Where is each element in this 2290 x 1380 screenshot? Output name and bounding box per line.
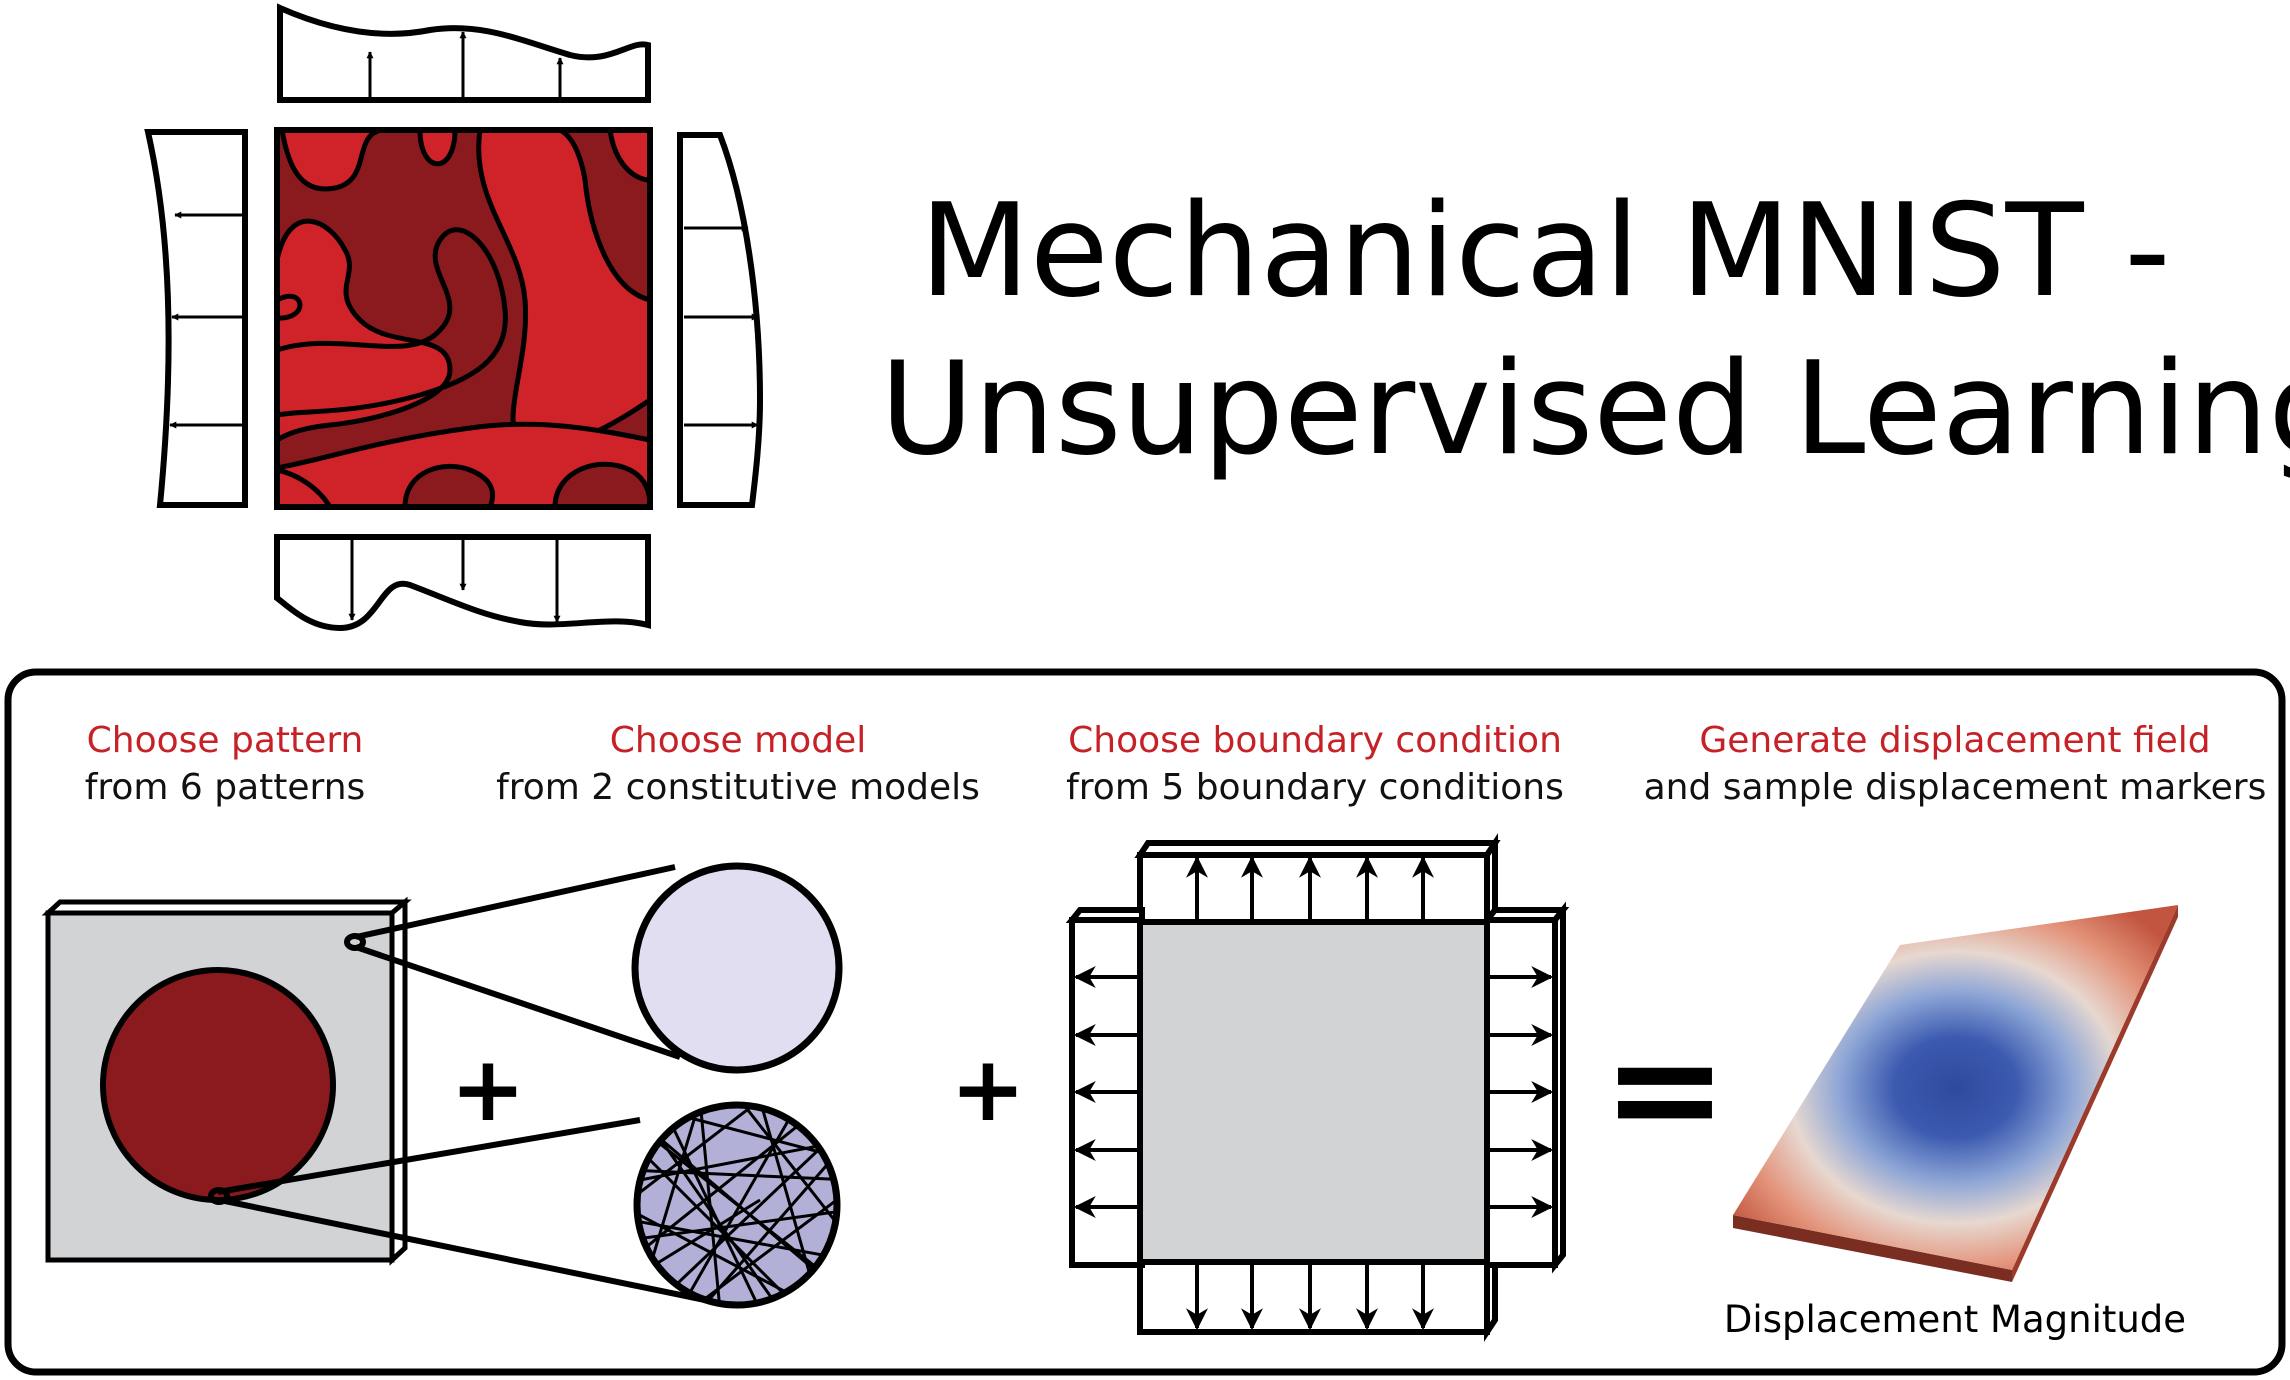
- step-detail: from 6 patterns: [84, 766, 366, 808]
- pattern-frame: [274, 127, 653, 510]
- step-heading: Choose pattern: [86, 720, 364, 761]
- pattern-block: [41, 896, 412, 1266]
- step-caption-boundary: Choose boundary condition from 5 boundar…: [1040, 718, 1590, 812]
- step-detail: from 5 boundary conditions: [1066, 766, 1564, 808]
- zoom-lines: [208, 864, 706, 1303]
- pattern-square: [277, 130, 650, 507]
- title-line-2: Unsupervised Learning: [880, 335, 2290, 484]
- title-line-1: Mechanical MNIST -: [919, 177, 2171, 326]
- top-load: [277, 3, 651, 103]
- step-heading: Choose boundary condition: [1068, 720, 1562, 761]
- step-caption-field: Generate displacement field and sample d…: [1640, 718, 2270, 812]
- plus-operator-1: +: [450, 1037, 525, 1142]
- step-detail: and sample displacement markers: [1643, 766, 2267, 808]
- displacement-magnitude-label: Displacement Magnitude: [1723, 1298, 2187, 1341]
- step-heading: Generate displacement field: [1699, 720, 2211, 761]
- step-detail: from 2 constitutive models: [496, 766, 980, 808]
- load-arrow-icon: [1073, 855, 1554, 1331]
- displacement-plate-icon: [1733, 905, 2178, 1282]
- plus-operator-2: +: [950, 1037, 1025, 1142]
- left-load: [144, 129, 248, 508]
- step-caption-model: Choose model from 2 constitutive models: [478, 718, 998, 812]
- step-heading: Choose model: [609, 720, 867, 761]
- bottom-load: [274, 534, 651, 632]
- right-load: [677, 132, 764, 508]
- boundary-condition-block: [1065, 833, 1570, 1342]
- step-caption-pattern: Choose pattern from 6 patterns: [45, 718, 405, 812]
- equals-operator: =: [1602, 1002, 1728, 1176]
- pattern-illustration: [144, 3, 764, 632]
- matrix-material-circle: [631, 862, 843, 1074]
- fiber-network-icon: [633, 1101, 841, 1309]
